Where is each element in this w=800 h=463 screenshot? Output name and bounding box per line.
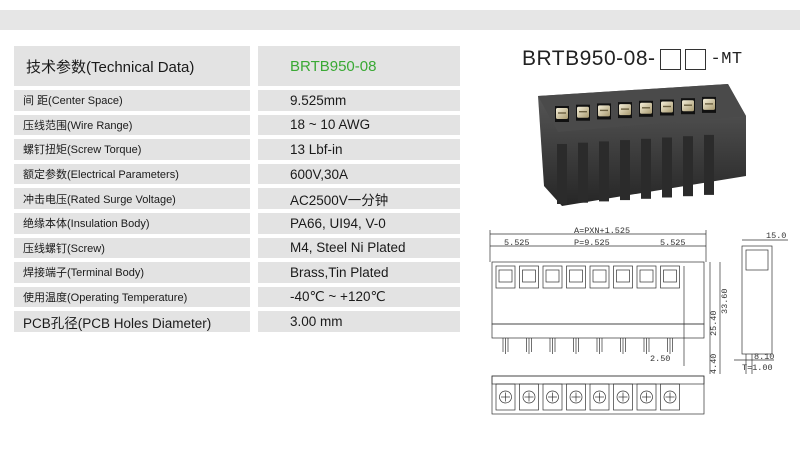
dim-right: 5.525 [660, 238, 686, 248]
table-row: 使用温度(Operating Temperature) -40℃ ~ +120℃ [14, 286, 460, 308]
dim-pin: 4.40 [709, 354, 719, 374]
row-value: -40℃ ~ +120℃ [258, 286, 460, 308]
row-label: 压线螺钉(Screw) [14, 237, 250, 259]
row-label: 螺钉扭矩(Screw Torque) [14, 139, 250, 160]
row-value: 18 ~ 10 AWG [258, 114, 460, 136]
table-row: 绝缘本体(Insulation Body) PA66, UI94, V-0 [14, 212, 460, 234]
dim-side-width: 15.0 [766, 231, 786, 241]
dimension-drawing: A=PXN+1.525 5.525 P=9.525 5.525 2.50 25.… [489, 226, 788, 415]
option-box-1 [659, 48, 681, 70]
header-model-value: BRTB950-08 [258, 46, 460, 86]
row-value: AC2500V一分钟 [258, 188, 460, 209]
row-value: 13 Lbf-in [258, 139, 460, 160]
row-label: 压线范围(Wire Range) [14, 114, 250, 136]
table-row: PCB孔径(PCB Holes Diameter) 3.00 mm [14, 311, 460, 332]
row-label: 使用温度(Operating Temperature) [14, 286, 250, 308]
row-label: 间 距(Center Space) [14, 90, 250, 111]
dim-side-base: 8.10 [754, 352, 774, 362]
dim-gap: 2.50 [650, 354, 670, 364]
table-row: 间 距(Center Space) 9.525mm [14, 90, 460, 111]
table-row: 压线螺钉(Screw) M4, Steel Ni Plated [14, 237, 460, 259]
header-label: 技术参数(Technical Data) [14, 46, 250, 86]
table-row: 额定参数(Electrical Parameters) 600V,30A [14, 163, 460, 185]
model-code: BRTB950-08- -MT [522, 46, 743, 72]
row-value: 3.00 mm [258, 311, 460, 332]
row-label: 绝缘本体(Insulation Body) [14, 212, 250, 234]
row-value: 600V,30A [258, 163, 460, 185]
terminal-block-photo [538, 84, 746, 206]
row-value: PA66, UI94, V-0 [258, 212, 460, 234]
dim-left: 5.525 [504, 238, 530, 248]
table-row: 焊接端子(Terminal Body) Brass,Tin Plated [14, 262, 460, 283]
dim-side-thickness: T=1.00 [742, 363, 773, 373]
table-row: 螺钉扭矩(Screw Torque) 13 Lbf-in [14, 139, 460, 160]
table-header-row: 技术参数(Technical Data) BRTB950-08 [14, 46, 460, 86]
dim-height1: 25.40 [709, 310, 719, 336]
dim-height2: 33.60 [720, 288, 730, 314]
row-value: 9.525mm [258, 90, 460, 111]
row-label: 焊接端子(Terminal Body) [14, 262, 250, 283]
model-prefix: BRTB950-08- [522, 47, 656, 70]
row-value: M4, Steel Ni Plated [258, 237, 460, 259]
option-box-2 [684, 48, 706, 70]
dim-pitch: P=9.525 [574, 238, 610, 248]
dim-total: A=PXN+1.525 [574, 226, 630, 236]
row-label: 冲击电压(Rated Surge Voltage) [14, 188, 250, 209]
row-value: Brass,Tin Plated [258, 262, 460, 283]
row-label: PCB孔径(PCB Holes Diameter) [14, 311, 250, 332]
row-label: 额定参数(Electrical Parameters) [14, 163, 250, 185]
top-banner-strip [0, 10, 800, 30]
model-suffix: -MT [710, 49, 743, 69]
table-row: 冲击电压(Rated Surge Voltage) AC2500V一分钟 [14, 188, 460, 209]
table-row: 压线范围(Wire Range) 18 ~ 10 AWG [14, 114, 460, 136]
technical-data-table: 技术参数(Technical Data) BRTB950-08 间 距(Cent… [14, 46, 460, 336]
